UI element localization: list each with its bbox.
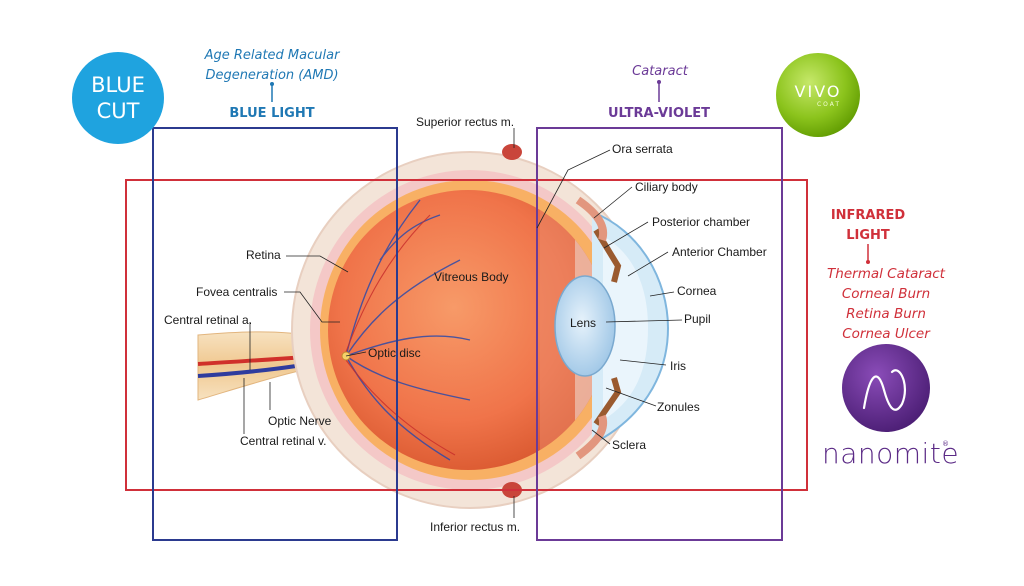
label-retina: Retina [246,248,281,262]
nanomite-registered-mark: ® [942,440,949,448]
condition-corneal-burn: Corneal Burn [841,286,931,302]
label-posterior-chamber: Posterior chamber [652,215,751,229]
ultra-violet-heading: ULTRA-VIOLET [607,106,711,121]
label-cornea: Cornea [677,284,717,298]
condition-retina-burn: Retina Burn [846,306,926,322]
infrared-heading-line1: INFRARED [830,208,906,223]
label-lens: Lens [570,316,597,330]
label-inferior-rectus: Inferior rectus m. [430,520,521,534]
ciliary-body-lower [575,414,608,460]
blue-cut-line1: BLUE [91,73,145,97]
vivo-sub: COAT [816,101,842,108]
vivo-name: VIVO [794,82,842,101]
label-optic-disc: Optic disc [368,346,421,360]
heading-connectors [270,80,870,264]
label-central-retinal-artery: Central retinal a. [164,313,253,327]
nanomite-wordmark: nanomite [822,437,960,470]
infrared-heading-line2: LIGHT [846,228,890,243]
blue-cut-line2: CUT [96,99,140,123]
label-leader-lines [243,128,683,518]
label-sclera: Sclera [612,438,647,452]
blue-light-heading: BLUE LIGHT [229,106,315,121]
condition-cataract: Cataract [632,64,688,79]
superior-rectus-muscle [502,144,522,160]
condition-amd-line1: Age Related Macular [204,48,340,63]
blue-light-conditions: Age Related Macular Degeneration (AMD) [190,46,354,86]
nanomite-glyph-icon [862,369,907,411]
retinal-arteries [345,214,456,456]
blue-cut-text: BLUE CUT [72,72,164,124]
label-anterior-chamber: Anterior Chamber [672,245,767,259]
infrared-heading: INFRARED LIGHT [818,206,918,246]
ultra-violet-region-box [536,127,783,541]
label-pupil: Pupil [684,312,711,326]
blue-light-region-box [152,127,398,541]
ciliary-body-upper [575,196,608,242]
condition-thermal-cataract: Thermal Cataract [827,266,945,282]
label-fovea-centralis: Fovea centralis [196,285,278,299]
iris-upper [593,228,622,283]
infrared-region-box [125,179,808,491]
condition-amd-line2: Degeneration (AMD) [205,68,339,83]
vivo-coat-logo [776,53,860,137]
infrared-conditions: Thermal Cataract Corneal Burn Retina Bur… [806,264,966,344]
blue-cut-logo [72,52,164,144]
label-iris: Iris [670,359,686,373]
label-vitreous-body: Vitreous Body [434,270,509,284]
nanomite-logo [842,344,930,432]
label-zonules: Zonules [657,400,700,414]
lens [554,275,616,377]
label-ciliary-body: Ciliary body [635,180,698,194]
condition-cornea-ulcer: Cornea Ulcer [842,326,930,342]
label-optic-nerve: Optic Nerve [268,414,332,428]
label-ora-serrata: Ora serrata [612,142,673,156]
label-superior-rectus: Superior rectus m. [416,115,515,129]
label-central-retinal-vein: Central retinal v. [240,434,327,448]
